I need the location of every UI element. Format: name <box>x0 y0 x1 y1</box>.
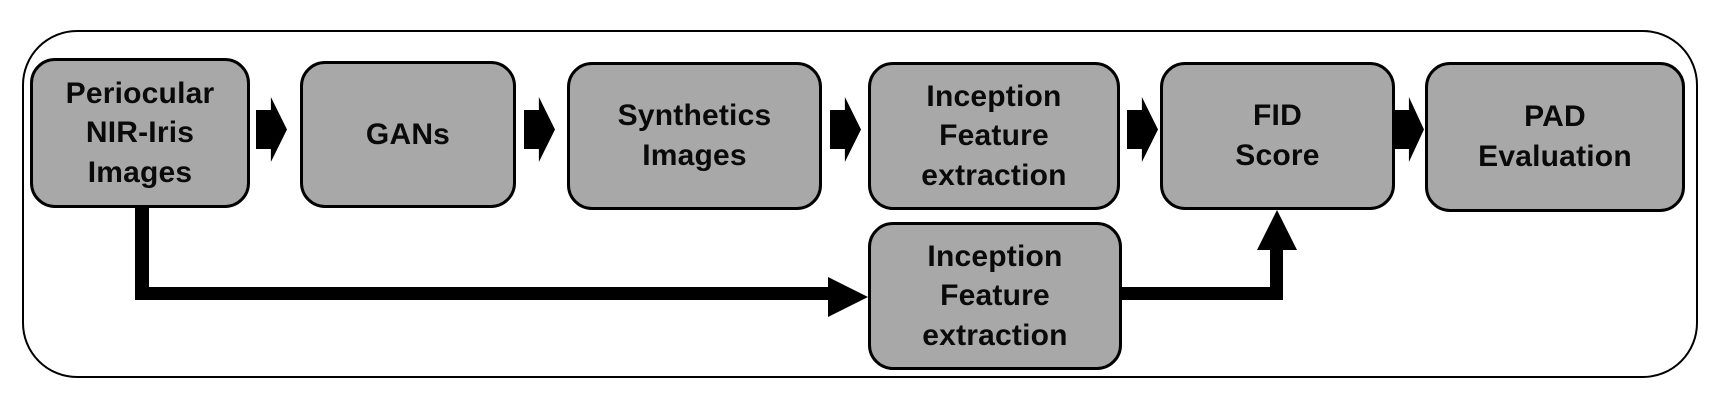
node-gans: GANs <box>300 61 516 208</box>
diagram-border <box>22 30 1698 378</box>
arrowhead-into-fid-score-icon <box>1257 210 1297 250</box>
node-label: Inception Feature extraction <box>921 79 1067 192</box>
node-label: Periocular NIR-Iris Images <box>65 76 215 189</box>
connector-periocular-horizontal-segment <box>135 287 829 300</box>
connector-inception-to-fid-vertical-segment <box>1270 248 1283 300</box>
node-pad-evaluation: PAD Evaluation <box>1425 62 1685 212</box>
node-label: Synthetics Images <box>617 99 772 172</box>
node-periocular-nir-iris-images: Periocular NIR-Iris Images <box>30 58 250 208</box>
node-synthetics-images: Synthetics Images <box>567 62 822 210</box>
connector-inception-to-fid-horizontal-segment <box>1122 287 1283 300</box>
arrowhead-into-bottom-inception-icon <box>828 277 868 317</box>
node-inception-feature-extraction-top: Inception Feature extraction <box>868 62 1120 210</box>
node-inception-feature-extraction-bottom: Inception Feature extraction <box>868 222 1122 370</box>
connector-periocular-down-segment <box>135 205 149 300</box>
node-label: Inception Feature extraction <box>922 239 1068 352</box>
node-label: FID Score <box>1235 99 1320 172</box>
node-label: GANs <box>365 117 451 151</box>
node-fid-score: FID Score <box>1160 62 1395 210</box>
node-label: PAD Evaluation <box>1478 100 1632 173</box>
